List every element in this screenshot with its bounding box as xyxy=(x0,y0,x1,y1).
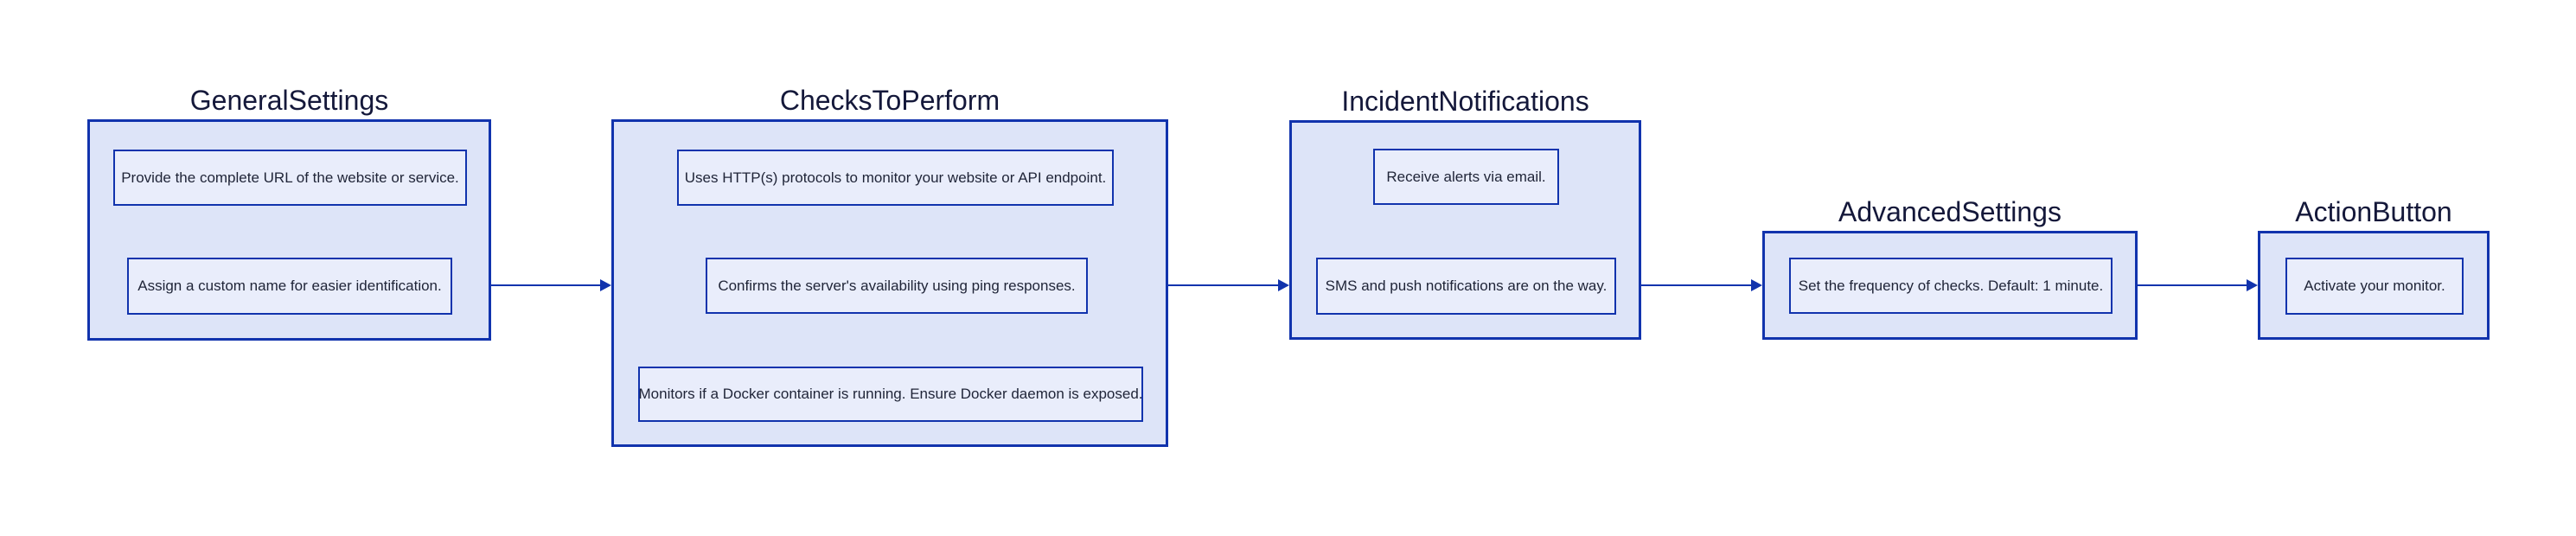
node-ping-check: Confirms the server's availability using… xyxy=(706,258,1088,314)
arrowhead xyxy=(2247,279,2258,291)
group-title-incident-notifications: IncidentNotifications xyxy=(1341,86,1589,117)
arrowhead xyxy=(1278,279,1289,291)
node-url-field: Provide the complete URL of the website … xyxy=(113,150,467,206)
node-http-check: Uses HTTP(s) protocols to monitor your w… xyxy=(677,150,1114,206)
cluster-general-settings: Provide the complete URL of the website … xyxy=(87,119,491,341)
arrow-line xyxy=(1641,284,1752,286)
node-custom-name: Assign a custom name for easier identifi… xyxy=(127,258,452,315)
group-title-advanced-settings: AdvancedSettings xyxy=(1838,196,2061,227)
arrowhead xyxy=(1751,279,1762,291)
arrow-advanced-to-action xyxy=(2138,279,2258,291)
node-check-frequency: Set the frequency of checks. Default: 1 … xyxy=(1789,258,2113,314)
arrow-checks-to-notifications xyxy=(1168,279,1289,291)
group-title-general-settings: GeneralSettings xyxy=(189,85,389,116)
node-docker-check: Monitors if a Docker container is runnin… xyxy=(638,367,1143,422)
cluster-checks-to-perform: Uses HTTP(s) protocols to monitor your w… xyxy=(611,119,1168,447)
arrow-notifications-to-advanced xyxy=(1641,279,1762,291)
node-activate-monitor: Activate your monitor. xyxy=(2285,258,2464,315)
group-title-checks-to-perform: ChecksToPerform xyxy=(779,85,1000,116)
cluster-incident-notifications: Receive alerts via email. SMS and push n… xyxy=(1289,120,1641,340)
group-title-action-button: ActionButton xyxy=(2295,196,2452,227)
arrow-line xyxy=(491,284,601,286)
cluster-advanced-settings: Set the frequency of checks. Default: 1 … xyxy=(1762,231,2138,340)
cluster-action-button: Activate your monitor. xyxy=(2258,231,2490,340)
arrow-line xyxy=(2138,284,2247,286)
arrowhead xyxy=(600,279,611,291)
arrow-general-to-checks xyxy=(491,279,611,291)
node-email-alerts: Receive alerts via email. xyxy=(1373,149,1559,205)
node-sms-push: SMS and push notifications are on the wa… xyxy=(1316,258,1616,315)
arrow-line xyxy=(1168,284,1279,286)
